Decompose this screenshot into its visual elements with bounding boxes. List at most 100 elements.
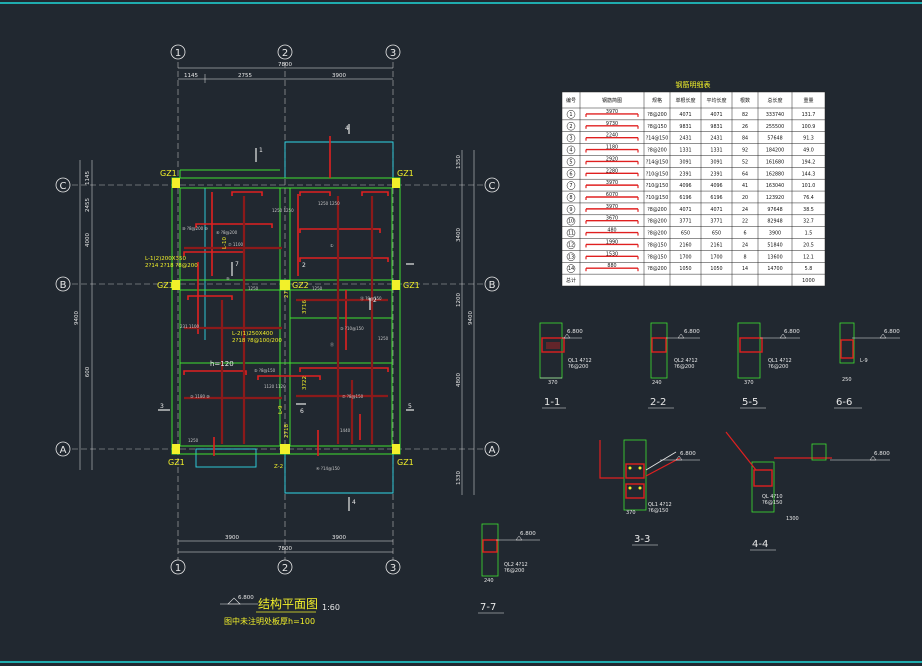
- table-cell: 2240: [606, 133, 618, 139]
- plan-scale: 1:60: [322, 603, 340, 612]
- slab-thickness: h=120: [210, 360, 234, 368]
- section-6-6: 6.800 L-9 250 6-6: [834, 322, 900, 409]
- table-cell: 1050: [679, 266, 691, 272]
- table-cell: 38.5: [803, 207, 814, 213]
- table-cell: 20.5: [803, 242, 814, 248]
- table-cell: 92: [742, 148, 748, 154]
- dim-3722: 3722: [302, 376, 308, 390]
- table-cell: 2391: [710, 171, 722, 177]
- label-gz1-c3: GZ1: [397, 169, 414, 178]
- svg-text:L-9: L-9: [860, 358, 868, 364]
- svg-text:QL1 4?12: QL1 4?12: [568, 358, 592, 364]
- svg-text:⑤ ?8@150: ⑤ ?8@150: [254, 368, 276, 373]
- table-cell: 14700: [767, 266, 782, 272]
- svg-text:4: 4: [352, 499, 356, 506]
- svg-text:370: 370: [626, 510, 636, 516]
- axis-bubbles-side: C B A C B A: [55, 177, 500, 457]
- section-4-4: 6.800 QL 4?10 ?6@150 1300 4-4: [725, 431, 890, 551]
- label-gz1-a1: GZ1: [168, 458, 185, 467]
- svg-text:370: 370: [744, 380, 754, 386]
- dim-left-4: 600: [85, 366, 91, 377]
- axis-1-bottom: 1: [175, 563, 181, 574]
- beam-label-l9: L-9: [278, 405, 284, 414]
- table-cell: 161680: [766, 159, 784, 165]
- svg-text:?6@150: ?6@150: [648, 508, 668, 514]
- table-cell: 7: [569, 183, 572, 189]
- table-header-cell: 根数: [740, 97, 750, 104]
- table-cell: ?8@150: [647, 242, 667, 248]
- table-cell: 20: [742, 195, 748, 201]
- section-5-5: 6.800 QL1 4?12 ?6@200 370 5-5: [737, 322, 800, 409]
- table-header-cell: 单根长度: [675, 97, 695, 104]
- table-cell: 480: [607, 228, 616, 234]
- svg-text:④ ?14@150: ④ ?14@150: [316, 466, 340, 471]
- table-cell: 1530: [606, 251, 618, 257]
- dim-right-2: 3400: [456, 228, 462, 242]
- section-7-7: 6.800 QL2 4?12 ?6@200 240 7-7: [478, 523, 540, 614]
- table-cell: ?10@150: [646, 195, 669, 201]
- row-number-circle: [566, 145, 576, 155]
- dim-right-3: 1200: [456, 293, 462, 307]
- plan-title: 结构平面图: [258, 596, 318, 611]
- svg-text:1250: 1250: [378, 336, 389, 341]
- svg-text:①: ①: [330, 243, 334, 248]
- table-header-cell: 平均长度: [706, 97, 726, 104]
- row-number-circle: [566, 157, 576, 167]
- table-cell: 51840: [767, 242, 782, 248]
- table-cell: 2160: [679, 242, 691, 248]
- table-cell: 41: [742, 183, 748, 189]
- column-gz1-a3: [392, 444, 400, 454]
- table-cell: ?8@150: [647, 124, 667, 130]
- plan-elevation: 6.800: [238, 595, 254, 601]
- svg-text:6: 6: [300, 408, 304, 415]
- table-cell: 3970: [606, 109, 618, 115]
- svg-text:3: 3: [160, 403, 164, 410]
- beam-label-l2-rebar: 2?18 ?8@100/200: [232, 338, 282, 344]
- label-gz1-c1: GZ1: [160, 169, 177, 178]
- table-header-cell: 规格: [652, 97, 662, 104]
- table-cell: 11: [568, 231, 574, 237]
- table-cell: 101.0: [802, 183, 816, 189]
- table-cell: 6070: [606, 192, 618, 198]
- beam-label-l10: L-10: [222, 237, 228, 249]
- axis-c-right: C: [489, 181, 496, 192]
- svg-text:?6@200: ?6@200: [504, 568, 524, 574]
- svg-text:⑦ ?8@150: ⑦ ?8@150: [342, 394, 364, 399]
- table-cell: ?14@150: [646, 159, 669, 165]
- section-1-1: 6.800 QL1 4?12 ?6@200 370 1-1: [539, 322, 592, 409]
- column-gz1-a1: [172, 444, 180, 454]
- dim-top-2: 2755: [238, 73, 252, 79]
- svg-text:1250: 1250: [248, 286, 259, 291]
- axis-2-top: 2: [282, 48, 288, 59]
- table-cell: 123920: [766, 195, 784, 201]
- dim-top: [178, 67, 393, 83]
- table-cell: 13600: [767, 254, 782, 260]
- table-cell: 194.2: [802, 159, 816, 165]
- svg-text:240: 240: [484, 578, 494, 584]
- table-cell: 57648: [767, 136, 782, 142]
- svg-text:QL 4?10: QL 4?10: [762, 494, 783, 500]
- table-cell: 2431: [679, 136, 691, 142]
- table-cell: 14: [742, 266, 748, 272]
- columns: [172, 178, 400, 454]
- svg-text:?6@200: ?6@200: [768, 364, 788, 370]
- table-title: 钢筋明细表: [676, 80, 711, 89]
- dim-top-1: 1145: [184, 73, 198, 79]
- table-cell: 84: [742, 136, 748, 142]
- table-cell: 97648: [767, 207, 782, 213]
- svg-text:1120 1120: 1120 1120: [264, 384, 286, 389]
- table-cell: 1331: [710, 148, 722, 154]
- table-cell: 9730: [606, 121, 618, 127]
- row-number-circle: [566, 228, 576, 238]
- axis-2-bottom: 2: [282, 563, 288, 574]
- dim-2718-b: 2718: [284, 424, 290, 438]
- svg-text:2: 2: [373, 297, 377, 304]
- table-background: [562, 92, 825, 286]
- table-cell: 2920: [606, 156, 618, 162]
- section-mark-labels: 1 7 2 3 4 4 6 2 5: [160, 125, 412, 506]
- table-cell: 82948: [767, 219, 782, 225]
- table-cell: 4071: [679, 112, 691, 118]
- table-cell: 3900: [769, 231, 781, 237]
- svg-text:⑦ 1100: ⑦ 1100: [228, 242, 243, 247]
- table-cell: 2: [569, 124, 572, 130]
